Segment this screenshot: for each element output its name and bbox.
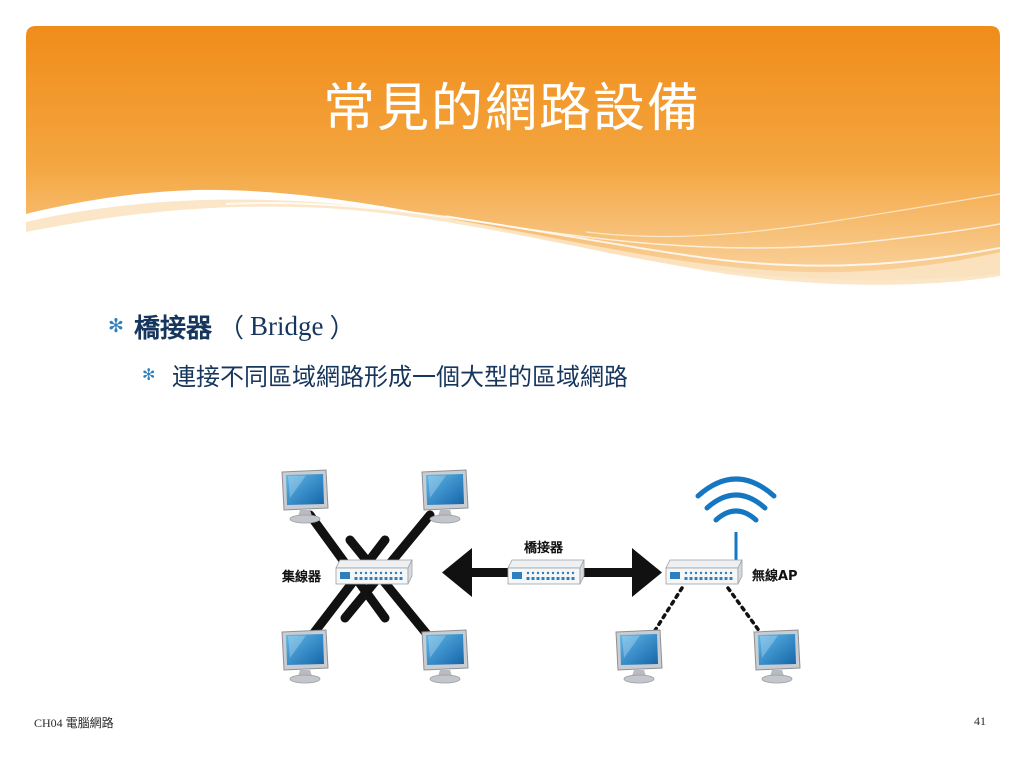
sub-bullet-text: 連接不同區域網路形成一個大型的區域網路 [172,362,628,391]
bullet-asterisk-icon: ✻ [108,315,124,337]
wireless-pc-left-icon [615,629,663,684]
bullet-term: 橋接器 [134,313,213,344]
bullet-open-paren: （ [218,313,245,343]
wireless-ap-label: 無線AP [752,568,798,584]
footer-chapter-code: CH04 [34,716,63,730]
footer-chapter: CH04 電腦網路 [34,714,114,731]
sub-bullet-asterisk-icon: ✻ [142,364,156,384]
title-banner [26,26,1000,285]
wireless-ap-device-icon [665,559,743,585]
hub-pc-top-left-icon [281,469,329,524]
sub-bullet-description: ✻ 連接不同區域網路形成一個大型的區域網路 [142,354,628,394]
bullet-close-paren: ） [329,313,356,343]
hub-device-icon [335,559,413,585]
hub-label: 集線器 [281,569,322,585]
bridge-device-icon [507,559,585,585]
wifi-signal-icon [695,476,777,523]
slide-title: 常見的網路設備 [322,79,701,139]
page-number: 41 [974,714,986,728]
bullet-latin-term: Bridge [250,310,324,341]
bullet-bridge: ✻ 橋接器 （ Bridge ） [108,306,362,346]
footer-course-name: 電腦網路 [65,716,114,730]
bridge-label: 橋接器 [524,540,564,556]
hub-pc-bottom-left-icon [281,629,329,684]
network-diagram: 集線器 橋接器 無線AP [281,469,801,684]
wireless-links [652,586,762,634]
hub-pc-bottom-right-icon [421,629,469,684]
wireless-pc-right-icon [753,629,801,684]
